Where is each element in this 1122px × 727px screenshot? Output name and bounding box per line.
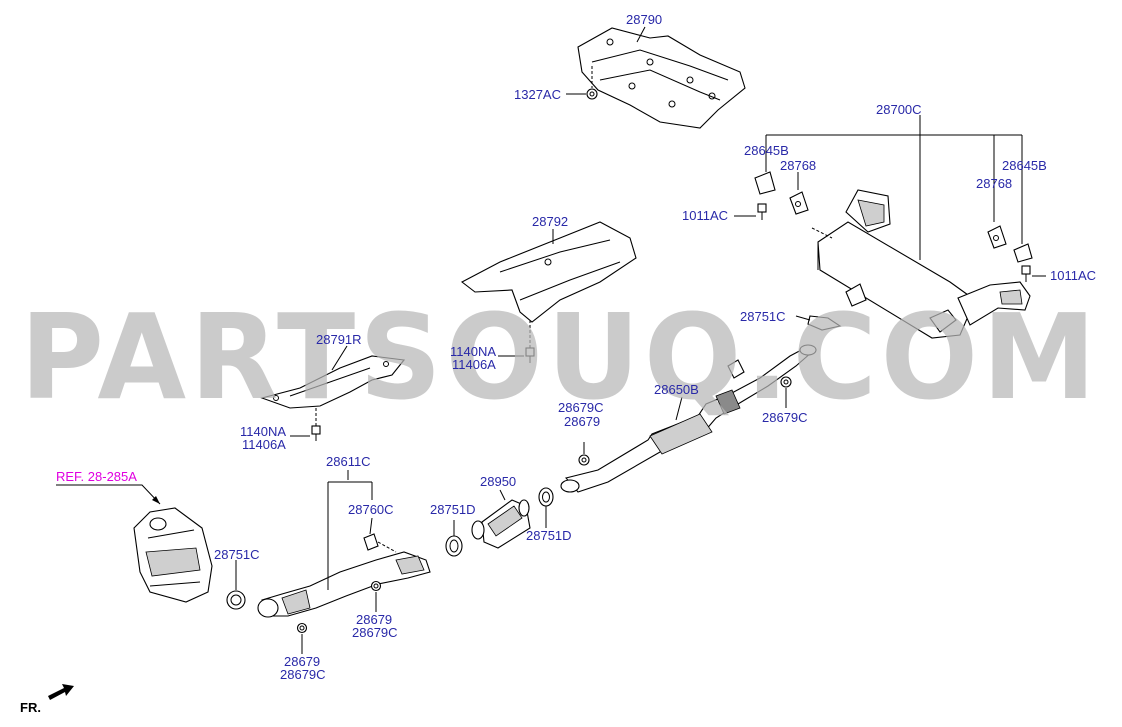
label-28751d-left[interactable]: 28751D [430,502,476,517]
label-28650b[interactable]: 28650B [654,382,699,397]
label-1011ac-right[interactable]: 1011AC [1050,268,1096,283]
hanger-28768-left [789,191,809,215]
reference-label[interactable]: REF. 28-285A [56,469,137,484]
label-28751c-top[interactable]: 28751C [740,309,786,324]
label-28790[interactable]: 28790 [626,12,662,27]
hanger-28768-right [987,225,1007,249]
label-28768-left[interactable]: 28768 [780,158,816,173]
label-28751d-right[interactable]: 28751D [526,528,572,543]
heat-shield-28790 [577,27,746,129]
bolt-1140na-upper [525,347,535,363]
bolt-1011ac-right [1021,265,1031,282]
label-28792[interactable]: 28792 [532,214,568,229]
label-28679c-bottom[interactable]: 28679C [280,667,326,682]
gasket-28751d-left [445,535,463,557]
heat-shield-28791r [260,355,406,426]
label-28700c[interactable]: 28700C [876,102,922,117]
bolt-1140na-lower [311,425,321,441]
label-1011ac-left[interactable]: 1011AC [682,208,728,223]
label-28751c-bottom[interactable]: 28751C [214,547,260,562]
rear-muffler-28700c [811,189,1031,339]
label-28679c-mid[interactable]: 28679C [558,400,604,415]
part-labels[interactable]: 28790 1327AC 28700C 28645B 28768 28645B … [56,12,1096,682]
label-1140na-lower[interactable]: 1140NA [240,424,286,439]
front-direction-label: FR. [20,700,41,715]
label-28679c-right[interactable]: 28679C [762,410,808,425]
label-28645b-left[interactable]: 28645B [744,143,789,158]
label-28760c[interactable]: 28760C [348,502,394,517]
heat-shield-28792 [460,221,637,348]
nut-28679-bottom [296,622,308,634]
watermark-text: PARTSOUQ.COM [20,288,1100,426]
bolt-1011ac-left [757,203,767,220]
label-11406a-lower[interactable]: 11406A [242,437,286,452]
hanger-28760c [363,533,397,553]
gasket-28751d-right [538,487,554,507]
label-11406a-upper[interactable]: 11406A [452,357,496,372]
nut-1327ac [586,88,598,100]
bracket-28645b-right [1013,243,1033,263]
leader-lines [56,26,1046,654]
label-28679-mid[interactable]: 28679 [564,414,600,429]
front-arrow-icon [48,684,74,700]
label-28791r[interactable]: 28791R [316,332,362,347]
label-1140na-upper[interactable]: 1140NA [450,344,496,359]
front-direction-indicator: FR. [20,684,74,715]
exhaust-manifold-ref [133,507,213,603]
bracket-28645b-left [754,171,776,195]
label-28679c-lower[interactable]: 28679C [352,625,398,640]
label-28679-bottom[interactable]: 28679 [284,654,320,669]
gasket-28751c-bottom [226,590,246,610]
nut-28679-mid [370,580,382,592]
label-28611c[interactable]: 28611C [326,454,371,469]
label-28950[interactable]: 28950 [480,474,516,489]
front-pipe-28611c [257,551,431,618]
label-1327ac[interactable]: 1327AC [514,87,561,102]
nut-28679c-mid [578,454,590,466]
label-28679-lower[interactable]: 28679 [356,612,392,627]
catalytic-converter-28950 [471,499,531,549]
label-28645b-right[interactable]: 28645B [1002,158,1047,173]
gasket-28751c-top [807,315,842,331]
label-28768-right[interactable]: 28768 [976,176,1012,191]
center-muffler-pipe-28650b [560,344,817,493]
nut-28679c-right [780,376,792,388]
